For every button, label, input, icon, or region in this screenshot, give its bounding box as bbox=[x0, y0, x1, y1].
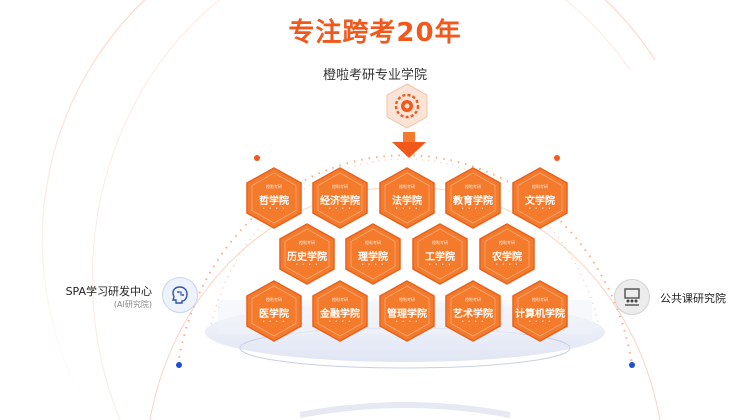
hex-dots: • • • • bbox=[528, 319, 552, 325]
hex-dots: • • • • bbox=[428, 262, 452, 268]
college-name: 法学院 bbox=[392, 196, 422, 207]
hex-dots: • • • • bbox=[395, 319, 419, 325]
college-name: 历史学院 bbox=[287, 252, 327, 263]
college-name: 管理学院 bbox=[387, 309, 427, 320]
hex-brand-text: 橙啦考研 bbox=[365, 240, 381, 245]
right-hub-label: 公共课研究院 bbox=[660, 292, 726, 305]
hex-brand-text: 橙啦考研 bbox=[532, 297, 548, 302]
college-hex: 橙啦考研理学院• • • • bbox=[344, 223, 402, 285]
page-title: 专注跨考20年 bbox=[288, 18, 462, 48]
college-name: 哲学院 bbox=[259, 196, 289, 207]
gear-icon bbox=[383, 83, 431, 129]
hex-brand-text: 橙啦考研 bbox=[266, 184, 282, 189]
college-hex: 橙啦考研经济学院• • • • bbox=[311, 167, 369, 229]
college-name: 经济学院 bbox=[320, 196, 360, 207]
left-hub-sublabel: (AI研究院) bbox=[113, 300, 152, 309]
hex-dots: • • • • bbox=[495, 262, 519, 268]
college-name: 医学院 bbox=[259, 309, 289, 320]
college-name: 金融学院 bbox=[320, 309, 360, 320]
college-name: 工学院 bbox=[425, 252, 455, 263]
down-arrow-icon bbox=[392, 132, 426, 158]
college-hex: 橙啦考研法学院• • • • bbox=[378, 167, 436, 229]
college-hex: 橙啦考研艺术学院• • • • bbox=[444, 280, 502, 342]
hex-brand-text: 橙啦考研 bbox=[432, 240, 448, 245]
college-hex: 橙啦考研医学院• • • • bbox=[245, 280, 303, 342]
college-name: 计算机学院 bbox=[515, 309, 565, 320]
college-hex: 橙啦考研历史学院• • • • bbox=[278, 223, 336, 285]
hex-brand-text: 橙啦考研 bbox=[266, 297, 282, 302]
college-hex: 橙啦考研农学院• • • • bbox=[478, 223, 536, 285]
hex-dots: • • • • bbox=[528, 206, 552, 212]
hex-brand-text: 橙啦考研 bbox=[465, 184, 481, 189]
hex-dots: • • • • bbox=[461, 206, 485, 212]
hex-dots: • • • • bbox=[295, 262, 319, 268]
college-hex: 橙啦考研工学院• • • • bbox=[411, 223, 469, 285]
college-name: 艺术学院 bbox=[453, 309, 493, 320]
hex-dots: • • • • bbox=[328, 206, 352, 212]
left-hub-label: SPA学习研发中心 bbox=[65, 285, 152, 298]
college-hex: 橙啦考研计算机学院• • • • bbox=[511, 280, 569, 342]
hex-dots: • • • • bbox=[461, 319, 485, 325]
college-hex: 橙啦考研哲学院• • • • bbox=[245, 167, 303, 229]
hex-brand-text: 橙啦考研 bbox=[399, 184, 415, 189]
college-name: 教育学院 bbox=[453, 196, 493, 207]
hex-dots: • • • • bbox=[361, 262, 385, 268]
college-name: 文学院 bbox=[525, 196, 555, 207]
college-hex: 橙啦考研文学院• • • • bbox=[511, 167, 569, 229]
college-name: 农学院 bbox=[492, 252, 522, 263]
hex-dots: • • • • bbox=[262, 206, 286, 212]
college-hex: 橙啦考研管理学院• • • • bbox=[378, 280, 436, 342]
hex-brand-text: 橙啦考研 bbox=[499, 240, 515, 245]
college-hex: 橙啦考研金融学院• • • • bbox=[311, 280, 369, 342]
hex-brand-text: 橙啦考研 bbox=[332, 297, 348, 302]
hex-brand-text: 橙啦考研 bbox=[332, 184, 348, 189]
classroom-icon bbox=[614, 279, 650, 315]
hex-brand-text: 橙啦考研 bbox=[299, 240, 315, 245]
brain-ai-icon bbox=[162, 277, 198, 313]
hex-brand-text: 橙啦考研 bbox=[399, 297, 415, 302]
college-hex: 橙啦考研教育学院• • • • bbox=[444, 167, 502, 229]
center-label: 橙啦考研专业学院 bbox=[322, 68, 427, 83]
hex-dots: • • • • bbox=[262, 319, 286, 325]
hex-brand-text: 橙啦考研 bbox=[465, 297, 481, 302]
hex-dots: • • • • bbox=[328, 319, 352, 325]
hex-dots: • • • • bbox=[395, 206, 419, 212]
hex-brand-text: 橙啦考研 bbox=[532, 184, 548, 189]
college-name: 理学院 bbox=[358, 252, 388, 263]
